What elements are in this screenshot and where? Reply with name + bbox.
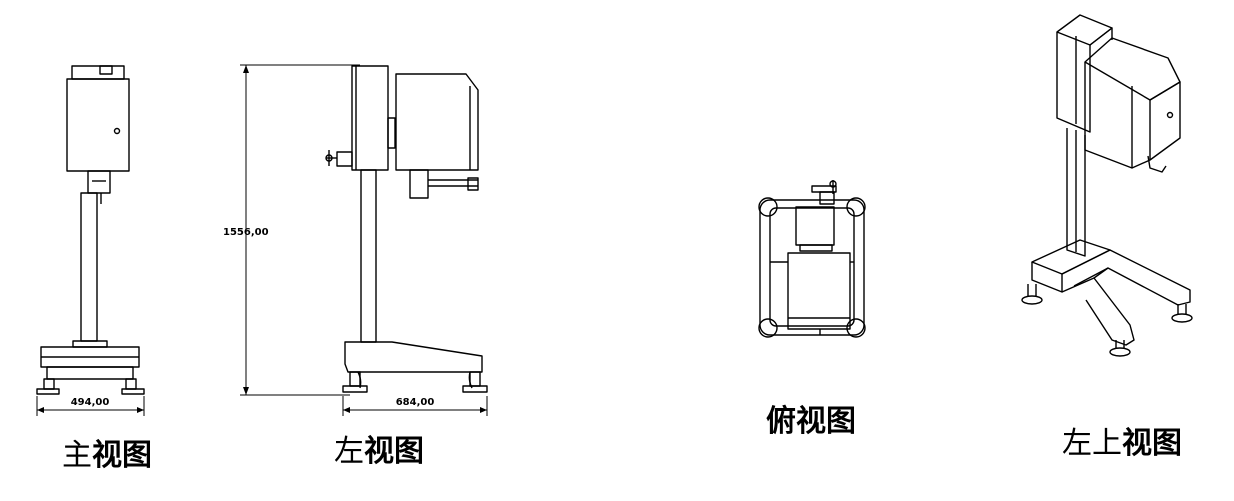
caption-left-suffix: 视图 [364, 434, 424, 469]
caption-left-view: 左视图 [334, 426, 424, 470]
caption-iso-prefix: 左上 [1062, 426, 1122, 461]
caption-front-view: 主视图 [62, 430, 152, 474]
caption-front-suffix: 视图 [92, 438, 152, 473]
dimension-width-side: 684,00 [396, 397, 435, 408]
caption-front-prefix: 主 [62, 438, 92, 473]
caption-top-view: 俯视图 [766, 396, 856, 440]
left-view [240, 64, 488, 416]
iso-view [1021, 14, 1193, 357]
dimension-height-side: 1556,00 [223, 227, 269, 238]
dimension-width-front: 494,00 [71, 397, 110, 408]
top-view [758, 180, 866, 338]
caption-top-text: 俯视图 [766, 404, 856, 439]
front-view [36, 65, 145, 416]
caption-iso-suffix: 视图 [1122, 426, 1182, 461]
caption-left-prefix: 左 [334, 434, 364, 469]
caption-iso-view: 左上视图 [1062, 418, 1182, 462]
